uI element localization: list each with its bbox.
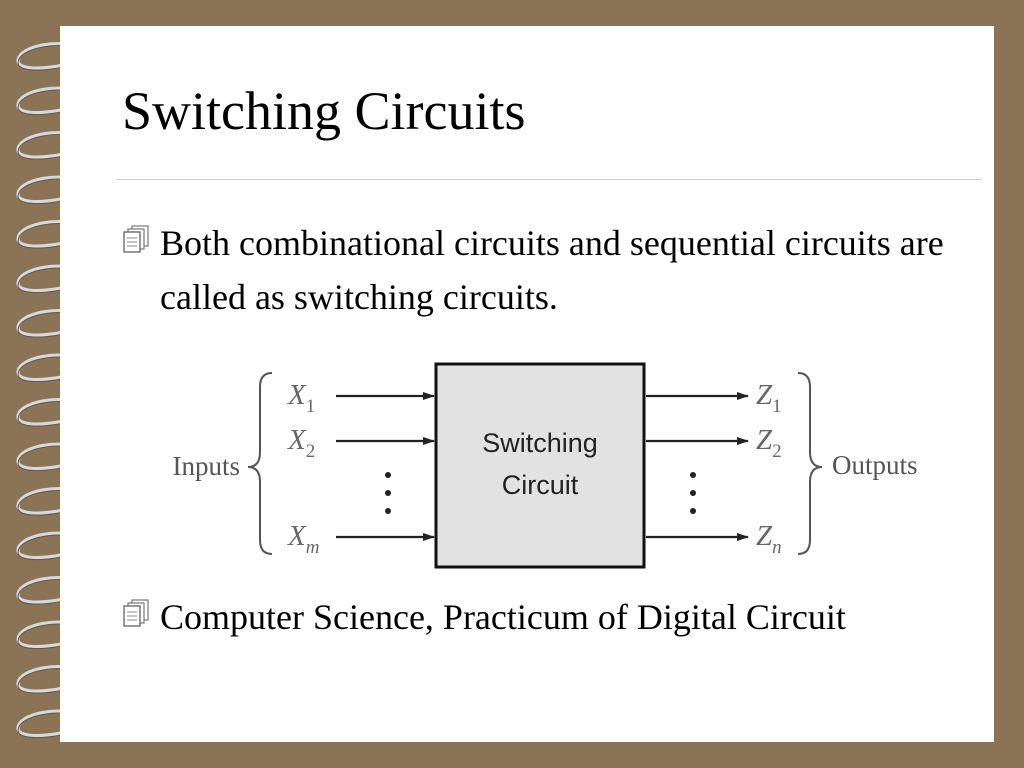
page-title: Switching Circuits (122, 81, 526, 141)
output-label-z1: Z1 (756, 379, 782, 417)
input-ellipsis (385, 472, 391, 514)
title-divider (116, 179, 982, 180)
inputs-brace (247, 372, 273, 555)
output-ellipsis (690, 472, 696, 514)
input-label-xm: Xm (287, 520, 319, 558)
input-label-x2: X2 (287, 424, 315, 462)
output-label-z2: Z2 (756, 424, 782, 462)
outputs-label: Outputs (832, 450, 918, 480)
bullet-item-1: Both combinational circuits and sequenti… (122, 216, 982, 324)
switching-circuit-diagram: Inputs X1 X2 Xm Switching Circuit Z1 Z2 … (173, 362, 918, 569)
input-label-x1: X1 (287, 379, 315, 417)
box-label-line1: Switching (482, 428, 598, 458)
notepad-bullet-icon (122, 590, 160, 638)
box-label-line2: Circuit (502, 470, 579, 500)
inputs-label: Inputs (173, 451, 241, 481)
outputs-brace (797, 372, 823, 555)
switching-circuit-box (434, 362, 646, 569)
notepad-bullet-icon (122, 216, 160, 264)
output-label-zn: Zn (756, 520, 782, 558)
bullet-text-2: Computer Science, Practicum of Digital C… (160, 597, 846, 637)
bullet-text-1: Both combinational circuits and sequenti… (160, 223, 944, 317)
bullet-item-2: Computer Science, Practicum of Digital C… (122, 590, 982, 644)
